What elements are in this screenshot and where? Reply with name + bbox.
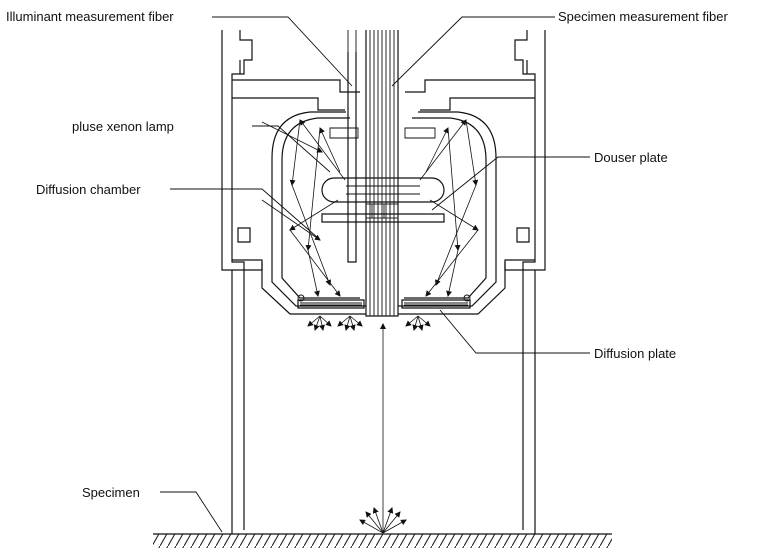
diffused-light-bursts — [307, 315, 431, 331]
douser-plate — [321, 203, 445, 223]
housing-left — [221, 30, 360, 534]
specimen-reflection — [359, 323, 407, 534]
diffusion-plate — [297, 294, 471, 309]
leader-lines — [160, 16, 590, 533]
label-specimen-measurement-fiber: Specimen measurement fiber — [558, 9, 728, 24]
specimen-measurement-fiber-bundle — [365, 30, 399, 317]
specimen-surface — [153, 533, 612, 548]
label-illuminant-measurement-fiber: Illuminant measurement fiber — [6, 9, 174, 24]
xenon-lamp — [321, 177, 445, 203]
housing-right — [405, 30, 546, 534]
label-diffusion-chamber: Diffusion chamber — [36, 182, 141, 197]
label-specimen: Specimen — [82, 485, 140, 500]
light-rays — [261, 119, 479, 297]
illuminant-measurement-fiber — [347, 30, 357, 263]
diffusion-chamber — [261, 111, 506, 315]
label-diffusion-plate: Diffusion plate — [594, 346, 676, 361]
label-pulse-xenon-lamp: pluse xenon lamp — [72, 119, 174, 134]
label-douser-plate: Douser plate — [594, 150, 668, 165]
